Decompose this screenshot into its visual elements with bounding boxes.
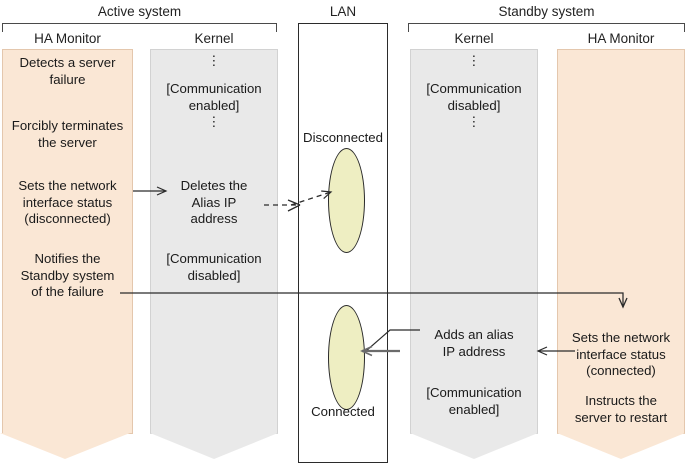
- lan-label-connected: Connected: [311, 404, 375, 419]
- group-title-lan: LAN: [329, 4, 357, 19]
- standby-kernel-dots-top: ⋮: [467, 53, 481, 68]
- column-title-active-kernel: Kernel: [194, 31, 234, 46]
- lifeline-active-ha-monitor: [2, 49, 133, 434]
- standby-ha-step-2: Instructs the server to restart: [574, 393, 668, 425]
- bracket-standby-system: [408, 23, 685, 32]
- group-title-standby-system: Standby system: [498, 4, 595, 19]
- active-kernel-step-3: [Communication disabled]: [166, 251, 262, 283]
- active-ha-step-1: Detects a server failure: [19, 55, 116, 87]
- lifeline-tip-active-kernel: [150, 433, 278, 459]
- lan-label-disconnected: Disconnected: [303, 130, 383, 145]
- lifeline-active-kernel: [150, 49, 278, 434]
- active-ha-step-2: Forcibly terminates the server: [11, 118, 124, 150]
- active-kernel-step-2: Deletes the Alias IP address: [180, 178, 248, 226]
- group-title-active-system: Active system: [97, 4, 182, 19]
- standby-kernel-step-3: [Communication enabled]: [426, 385, 522, 417]
- active-kernel-dots-mid: ⋮: [207, 114, 221, 129]
- active-ha-step-3: Sets the network interface status (disco…: [18, 178, 117, 226]
- lifeline-standby-kernel: [410, 49, 538, 434]
- active-ha-step-4: Notifies the Standby system of the failu…: [20, 251, 115, 299]
- lifeline-tip-standby-ha-monitor: [557, 433, 685, 459]
- active-kernel-dots-top: ⋮: [207, 53, 221, 68]
- column-title-standby-kernel: Kernel: [454, 31, 494, 46]
- standby-kernel-dots-mid: ⋮: [467, 114, 481, 129]
- column-title-active-ha-monitor: HA Monitor: [34, 31, 101, 46]
- standby-kernel-step-2: Adds an alias IP address: [434, 327, 514, 359]
- nic-ellipse-disconnected: [328, 148, 365, 253]
- lifeline-standby-ha-monitor: [557, 49, 685, 434]
- bracket-active-system: [2, 23, 277, 32]
- lifeline-tip-standby-kernel: [410, 433, 538, 459]
- standby-kernel-step-1: [Communication disabled]: [426, 81, 522, 113]
- lifeline-tip-active-ha-monitor: [0, 433, 130, 459]
- active-kernel-step-1: [Communication enabled]: [166, 81, 262, 113]
- column-title-standby-ha-monitor: HA Monitor: [587, 31, 655, 46]
- standby-ha-step-1: Sets the network interface status (conne…: [571, 330, 671, 378]
- nic-ellipse-connected: [328, 305, 365, 410]
